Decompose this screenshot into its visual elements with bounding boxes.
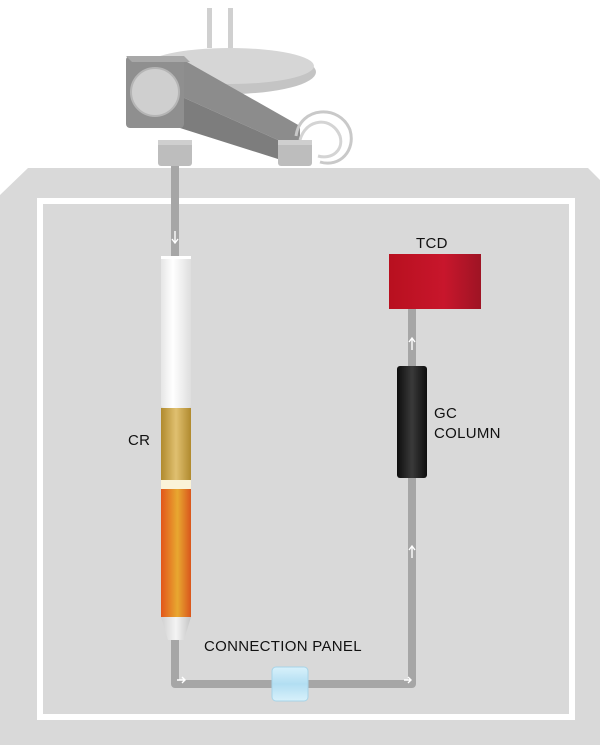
oven-inner-frame — [37, 198, 575, 720]
tcd-detector — [389, 254, 481, 309]
cr-label: CR — [128, 432, 150, 449]
tcd-label: TCD — [416, 235, 448, 252]
oven-body — [0, 168, 600, 745]
reactor-orange-section — [161, 489, 191, 617]
connection-panel-connector — [271, 666, 309, 702]
flow-arrow-icon — [171, 231, 416, 684]
reactor-gold-section — [161, 408, 191, 480]
gc-column-label-line2: COLUMN — [434, 425, 501, 442]
gc-column-label-line1: GC — [434, 405, 457, 422]
gc-column — [397, 366, 427, 478]
injector-assembly — [126, 8, 353, 166]
reactor-column — [161, 256, 191, 650]
connection-panel-label: CONNECTION PANEL — [204, 638, 362, 655]
